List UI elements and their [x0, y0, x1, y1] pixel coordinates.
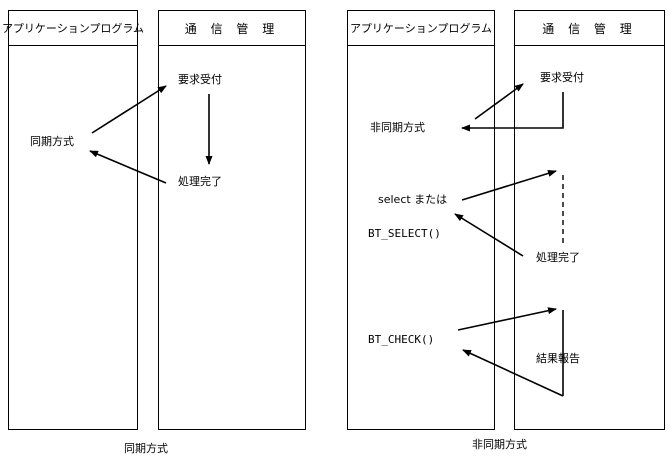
right-request-label: 要求受付 — [540, 71, 584, 84]
right-bt-select-label: BT_SELECT() — [368, 227, 441, 240]
left-request-label: 要求受付 — [178, 73, 222, 86]
left-mode-label: 同期方式 — [30, 135, 74, 148]
right-result-label: 結果報告 — [536, 352, 580, 365]
left-app-header: アプリケーションプログラム — [2, 11, 144, 46]
right-select-label: select または — [378, 193, 448, 206]
right-caption: 非同期方式 — [472, 438, 527, 451]
right-app-header: アプリケーションプログラム — [348, 11, 494, 46]
left-caption: 同期方式 — [124, 442, 168, 455]
left-app-column: アプリケーションプログラム — [2, 10, 144, 430]
left-comm-header: 通 信 管 理 — [159, 11, 305, 46]
left-comm-column: 通 信 管 理 — [158, 10, 306, 430]
right-complete-label: 処理完了 — [536, 251, 580, 264]
right-mode-label: 非同期方式 — [370, 121, 425, 134]
right-comm-header: 通 信 管 理 — [515, 11, 664, 46]
right-comm-column: 通 信 管 理 — [514, 10, 665, 430]
right-bt-check-label: BT_CHECK() — [368, 333, 435, 346]
left-complete-label: 処理完了 — [178, 175, 222, 188]
right-app-column: アプリケーションプログラム — [347, 10, 495, 430]
